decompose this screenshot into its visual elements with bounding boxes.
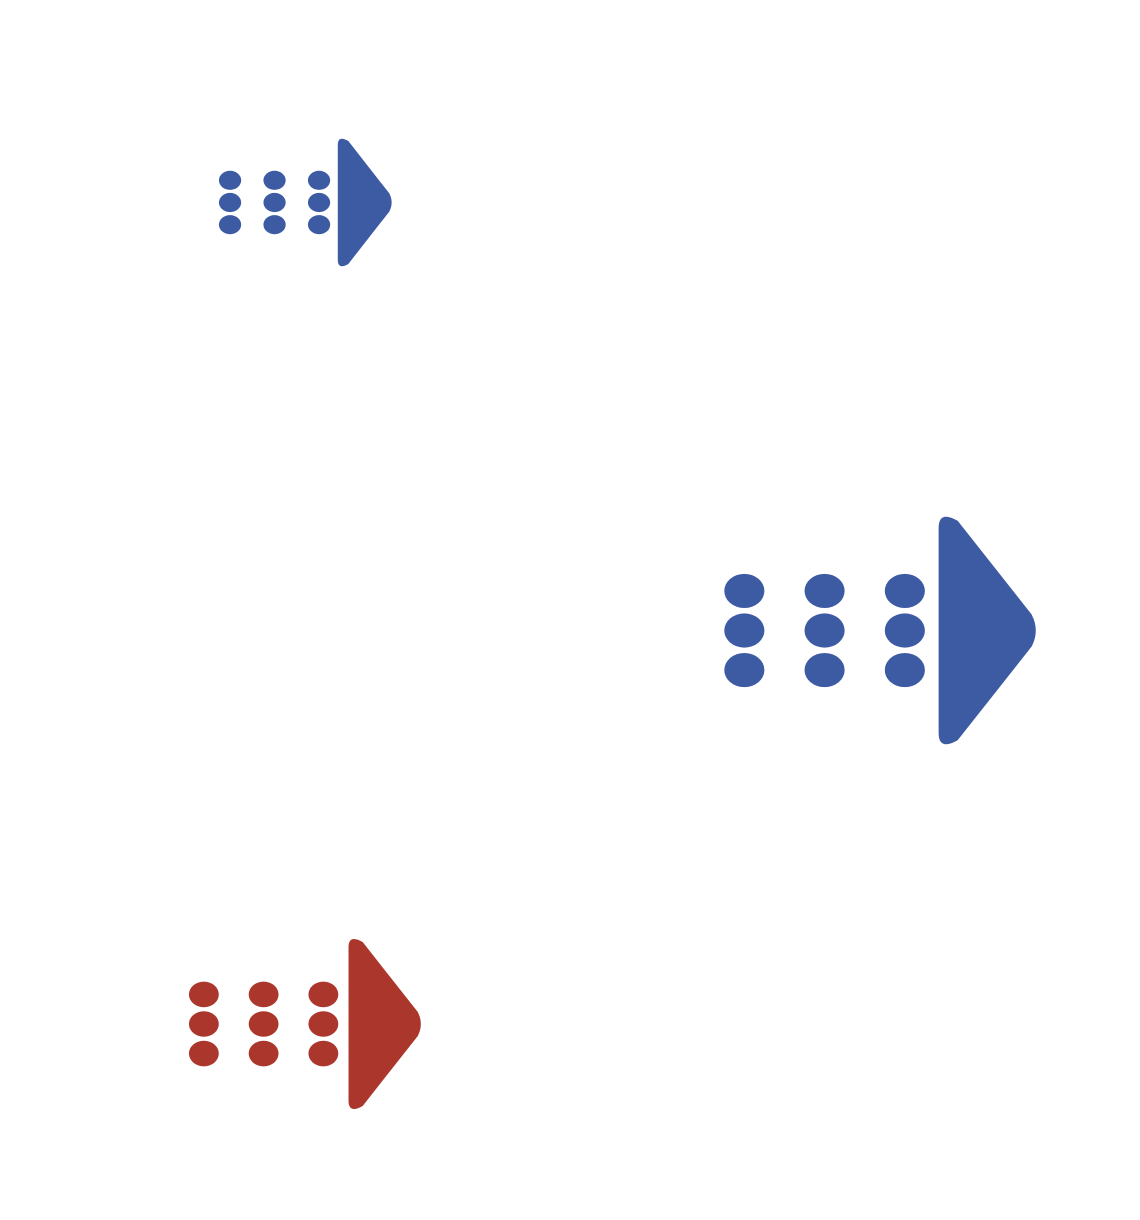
dots-play-arrow-icon [188,939,421,1109]
dot-r1-c0 [218,192,242,213]
dot-r1-c1 [248,1011,279,1037]
dot-r1-c1 [804,613,845,648]
dot-r0-c2 [884,573,925,609]
dot-r0-c0 [218,170,242,190]
dots-play-arrow-icon-small-blue [216,135,394,270]
dots-play-arrow-icon-large-blue [719,510,1040,751]
dot-r2-c0 [724,652,765,688]
dot-r2-c1 [248,1040,279,1067]
dot-r0-c2 [308,981,339,1008]
dot-r1-c1 [263,192,286,213]
dot-r0-c0 [724,573,765,609]
dot-r2-c2 [307,215,331,235]
dot-r1-c2 [307,192,331,213]
dot-grid [218,170,331,235]
dot-r2-c2 [308,1040,339,1067]
dots-play-arrow-icon-medium-red [185,934,424,1114]
dot-r0-c1 [263,170,286,190]
dot-r0-c1 [804,573,845,609]
dot-r0-c0 [188,981,219,1008]
dot-r2-c0 [188,1040,219,1067]
dot-r2-c1 [263,215,286,235]
play-arrow [938,516,1036,745]
dot-r0-c2 [307,170,331,190]
dot-r1-c0 [188,1011,219,1037]
play-arrow [337,138,392,267]
dot-r0-c1 [248,981,279,1008]
dot-r1-c0 [724,613,765,648]
dot-r1-c2 [308,1011,339,1037]
dots-play-arrow-icon [724,516,1036,745]
dot-r1-c2 [884,613,925,648]
play-arrow [348,939,421,1109]
dots-play-arrow-icon [218,138,392,267]
dot-grid [188,981,339,1067]
dot-r2-c2 [884,652,925,688]
dot-r2-c1 [804,652,845,688]
dot-grid [724,573,925,688]
dot-r2-c0 [218,215,242,235]
